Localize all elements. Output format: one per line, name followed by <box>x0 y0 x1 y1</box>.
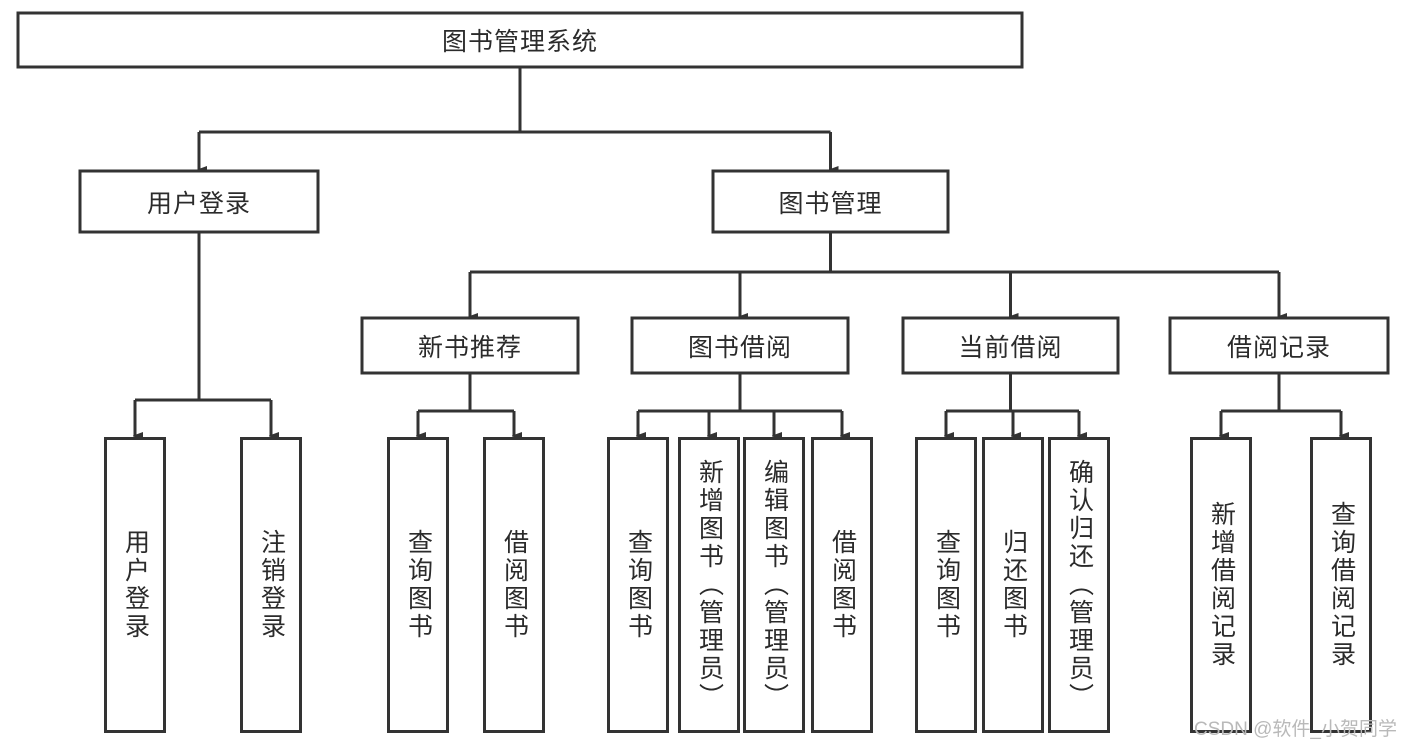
node-leaf-label-8: 借阅图书 <box>828 529 857 641</box>
node-level3-2[interactable] <box>630 316 850 375</box>
node-leaf-12[interactable]: 新增借阅记录 <box>1190 437 1252 733</box>
node-leaf-9[interactable]: 查询图书 <box>915 437 977 733</box>
node-root-book-management-system[interactable] <box>16 11 1024 69</box>
node-leaf-1[interactable]: 用户登录 <box>104 437 166 733</box>
node-leaf-label-4: 借阅图书 <box>500 529 529 641</box>
node-leaf-13[interactable]: 查询借阅记录 <box>1310 437 1372 733</box>
node-leaf-10[interactable]: 归还图书 <box>982 437 1044 733</box>
node-level2-2[interactable] <box>711 169 950 234</box>
node-leaf-label-11: 确认归还（管理员） <box>1065 459 1094 711</box>
node-rectangles <box>16 11 1390 375</box>
node-leaf-label-2: 注销登录 <box>257 529 286 641</box>
csdn-watermark: CSDN @软件_小贺同学 <box>1194 719 1397 740</box>
node-leaf-label-1: 用户登录 <box>121 529 150 641</box>
node-leaf-label-7: 编辑图书（管理员） <box>760 459 789 711</box>
node-leaf-label-12: 新增借阅记录 <box>1207 501 1236 669</box>
node-level3-3[interactable] <box>901 316 1120 375</box>
node-leaf-2[interactable]: 注销登录 <box>240 437 302 733</box>
node-level3-1[interactable] <box>360 316 580 375</box>
node-leaf-label-6: 新增图书（管理员） <box>695 459 724 711</box>
node-leaf-8[interactable]: 借阅图书 <box>811 437 873 733</box>
node-leaf-3[interactable]: 查询图书 <box>387 437 449 733</box>
node-level3-4[interactable] <box>1168 316 1390 375</box>
node-leaf-label-9: 查询图书 <box>932 529 961 641</box>
node-leaf-4[interactable]: 借阅图书 <box>483 437 545 733</box>
node-leaf-label-3: 查询图书 <box>404 529 433 641</box>
node-leaf-6[interactable]: 新增图书（管理员） <box>678 437 740 733</box>
node-leaf-11[interactable]: 确认归还（管理员） <box>1048 437 1110 733</box>
node-leaf-7[interactable]: 编辑图书（管理员） <box>743 437 805 733</box>
node-level2-1[interactable] <box>78 169 320 234</box>
node-leaf-label-10: 归还图书 <box>999 529 1028 641</box>
node-leaf-5[interactable]: 查询图书 <box>607 437 669 733</box>
node-leaf-label-13: 查询借阅记录 <box>1327 501 1356 669</box>
node-leaf-label-5: 查询图书 <box>624 529 653 641</box>
connector-edges <box>135 67 1341 436</box>
